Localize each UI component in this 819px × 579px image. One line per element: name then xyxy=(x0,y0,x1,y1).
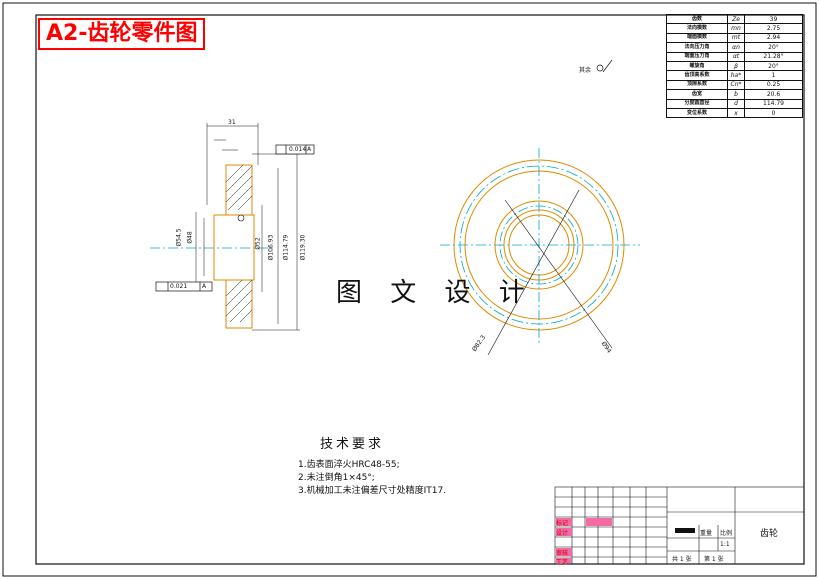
dimension-lines xyxy=(195,123,300,331)
roughness-symbol xyxy=(596,59,613,73)
hatch-upper xyxy=(225,164,253,211)
param-symbol: ha* xyxy=(727,70,745,81)
param-value: 0.25 xyxy=(744,79,803,91)
dim-leader-1 xyxy=(487,189,580,356)
title-block-pink-cell xyxy=(556,518,572,526)
param-symbol: x xyxy=(727,107,745,119)
tech-req-heading: 技术要求 xyxy=(320,437,385,452)
title-block-grid xyxy=(554,486,805,565)
dim-bore: Ø52 xyxy=(254,237,262,250)
dim-d4: Ø114.79 xyxy=(282,234,290,261)
technical-requirements: 技术要求 1.齿表面淬火HRC48-55; 2.未注倒角1×45°; 3.机械加… xyxy=(298,438,446,498)
gear-hub xyxy=(213,214,255,281)
title-block-pink-cell xyxy=(586,518,612,526)
title-block-scale-value: 1:1 xyxy=(720,541,730,548)
hatch-lower xyxy=(225,279,253,323)
dim-leader-2 xyxy=(504,199,613,349)
title-block-pink-cell xyxy=(556,548,572,556)
front-view xyxy=(440,148,640,356)
tol-runout-ref: A xyxy=(307,146,312,153)
param-name: 齿顶高系数 xyxy=(666,70,728,81)
title-block-black-mark xyxy=(675,528,695,533)
hub-mark xyxy=(237,214,245,222)
dim-d3: Ø106.93 xyxy=(267,234,275,261)
param-name: 齿宽 xyxy=(666,89,728,100)
param-value: 21.28° xyxy=(744,51,803,62)
param-name: 顶隙系数 xyxy=(666,79,728,91)
param-name: 端面压力角 xyxy=(666,51,728,62)
param-value: 114.79 xyxy=(744,98,803,109)
param-symbol: d xyxy=(727,98,745,109)
title-block-part-name: 齿轮 xyxy=(760,529,779,539)
title-block-row-process: 工艺 xyxy=(556,559,569,566)
roughness-note: 其余 xyxy=(579,67,592,74)
title-block-row-design: 设计 xyxy=(556,530,569,537)
param-name: 变位系数 xyxy=(666,107,728,119)
dim-d2: Ø48 xyxy=(186,231,194,244)
parallel-frame xyxy=(155,281,213,292)
param-symbol: αt xyxy=(727,51,745,62)
param-symbol: mt xyxy=(727,32,745,44)
param-name: 螺旋角 xyxy=(666,60,728,72)
title-block-sheet-no: 第 1 张 xyxy=(704,556,724,563)
title-block-row-mark: 标记 xyxy=(556,520,569,527)
tech-req-item: 1.齿表面淬火HRC48-55; xyxy=(298,460,400,470)
param-value: 2.94 xyxy=(744,32,803,44)
param-name: 法向压力角 xyxy=(666,42,728,53)
title-block-scale-label: 比例 xyxy=(720,530,733,537)
param-value: 1 xyxy=(744,70,803,81)
param-value: 2.75 xyxy=(744,23,803,34)
tol-runout-value: 0.014 xyxy=(289,146,307,153)
tech-req-item: 2.未注倒角1×45°; xyxy=(298,473,375,483)
param-value: 39 xyxy=(744,13,803,25)
param-value: 20.6 xyxy=(744,89,803,100)
title-block-row-review: 审核 xyxy=(556,550,569,557)
param-value: 0 xyxy=(744,107,803,119)
param-symbol: b xyxy=(727,89,745,100)
section-view xyxy=(150,123,315,331)
dim-overall-width: 31 xyxy=(228,119,236,126)
title-block-pink-cell xyxy=(556,558,572,563)
param-symbol: mn xyxy=(727,23,745,34)
param-symbol: Cn* xyxy=(727,79,745,91)
param-symbol: β xyxy=(727,60,745,72)
param-name: 法向模数 xyxy=(666,23,728,34)
param-symbol: αn xyxy=(727,42,745,53)
tol-parallel-ref: A xyxy=(202,283,207,290)
param-name: 齿数 xyxy=(666,13,728,25)
title-block-pink-cell xyxy=(556,528,572,536)
runout-frame xyxy=(275,144,315,155)
param-value: 20° xyxy=(744,42,803,53)
inner-border xyxy=(35,14,805,565)
param-value: 20° xyxy=(744,60,803,72)
tech-req-item: 3.机械加工未注偏差尺寸处精度IT17. xyxy=(298,486,447,496)
param-symbol: Ze xyxy=(727,13,745,25)
dim-d5: Ø119.30 xyxy=(299,234,307,261)
param-name: 端面模数 xyxy=(666,32,728,44)
watermark-text: 图 文 设 计 xyxy=(336,278,535,308)
drawing-title: A2-齿轮零件图 xyxy=(38,18,206,50)
tol-parallel-value: 0.021 xyxy=(170,283,188,290)
title-block-sheet-total: 共 1 张 xyxy=(672,556,692,563)
title-block-weight-label: 重量 xyxy=(700,530,713,537)
param-name: 分度圆直径 xyxy=(666,98,728,109)
dim-d1: Ø54.5 xyxy=(175,228,183,247)
